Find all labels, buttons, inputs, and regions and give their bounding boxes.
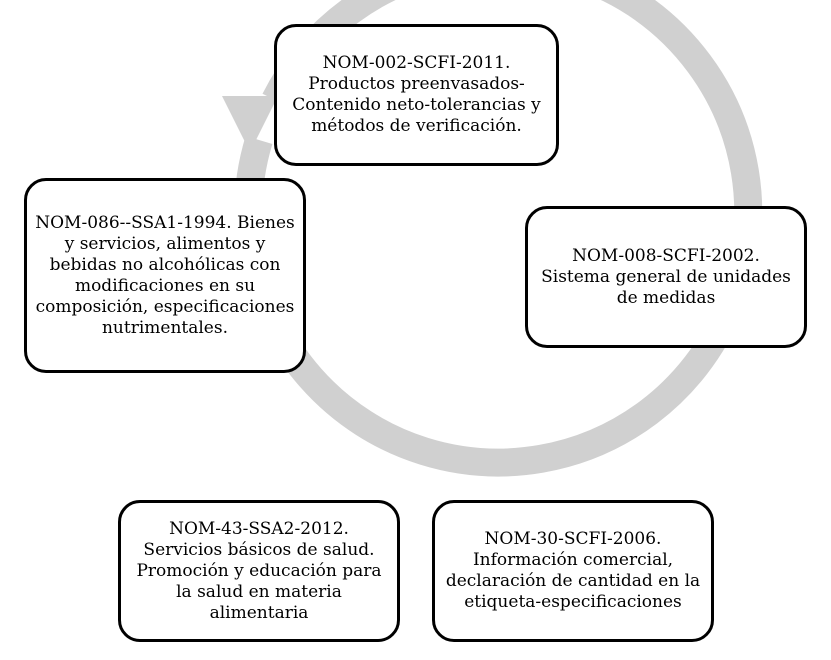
node-nom-30: NOM-30-SCFI-2006. Información comercial,… <box>432 500 714 642</box>
node-nom-086-text: NOM-086--SSA1-1994. Bienes y servicios, … <box>35 212 295 338</box>
node-nom-008: NOM-008-SCFI-2002. Sistema general de un… <box>525 206 807 348</box>
node-nom-002-text: NOM-002-SCFI-2011. Productos preenvasado… <box>292 53 541 136</box>
node-nom-43: NOM-43-SSA2-2012. Servicios básicos de s… <box>118 500 400 642</box>
node-nom-086: NOM-086--SSA1-1994. Bienes y servicios, … <box>24 178 306 373</box>
node-nom-43-text: NOM-43-SSA2-2012. Servicios básicos de s… <box>136 518 382 623</box>
cycle-arrowhead <box>222 96 278 152</box>
node-nom-30-text: NOM-30-SCFI-2006. Información comercial,… <box>445 529 701 612</box>
node-nom-002: NOM-002-SCFI-2011. Productos preenvasado… <box>274 24 559 166</box>
node-nom-008-text: NOM-008-SCFI-2002. Sistema general de un… <box>541 245 791 308</box>
